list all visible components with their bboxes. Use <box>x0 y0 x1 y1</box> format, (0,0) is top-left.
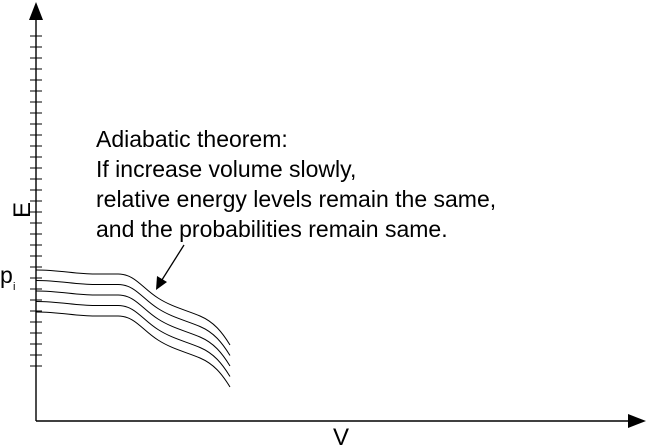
annotation-pointer-arrowhead <box>156 276 167 290</box>
energy-level-curve <box>35 269 231 346</box>
probability-label: p <box>0 262 13 288</box>
annotation-line-1: Adiabatic theorem: <box>96 126 288 152</box>
y-axis-arrowhead <box>29 2 43 20</box>
annotation-line-4: and the probabilities remain same. <box>96 216 448 242</box>
annotation-pointer-arrow <box>159 244 185 284</box>
probability-label-main: p <box>0 262 13 288</box>
x-axis-label: V <box>333 424 349 447</box>
probability-label-subscript: i <box>13 281 15 293</box>
energy-level-curve <box>35 290 231 367</box>
y-axis-label: E <box>9 202 36 218</box>
energy-level-curve <box>35 280 231 356</box>
energy-level-curve <box>35 311 231 388</box>
annotation-line-2: If increase volume slowly, <box>96 156 356 182</box>
annotation-line-3: relative energy levels remain the same, <box>96 186 496 212</box>
energy-level-curve <box>35 301 231 377</box>
y-axis-ticks <box>30 35 42 367</box>
x-axis-arrowhead <box>628 414 646 428</box>
energy-level-curves <box>35 269 231 388</box>
